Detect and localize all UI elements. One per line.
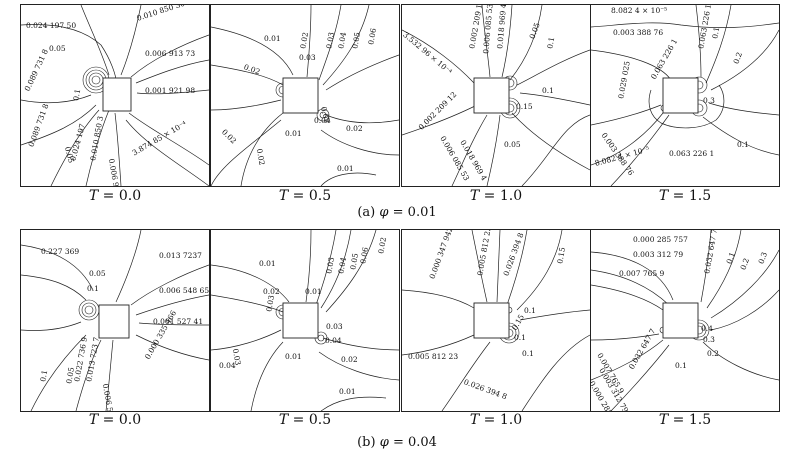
contour-plot (21, 5, 209, 186)
contour-panel-a-t05: 0.01 0.02 0.03 0.03 0.04 0.05 0.06 0.02 … (210, 4, 400, 187)
contour-label: 8.082 4 × 10⁻⁵ (611, 6, 668, 15)
contour-label: 0.03 (326, 322, 343, 331)
contour-panel-a-t0: 0.024 197 50 0.05 0.010 850 30 0.006 913… (20, 4, 210, 187)
contour-label: 0.01 (305, 287, 322, 296)
contour-label: 0.000 285 757 (633, 235, 688, 244)
contour-label: 0.01 (337, 164, 354, 173)
contour-label: 0.02 (254, 147, 267, 166)
contour-label: 0.024 197 50 (26, 21, 77, 30)
contour-plot (211, 230, 399, 411)
time-caption-a-t05: T = 0.5 (278, 188, 332, 204)
contour-label: 0.1 (710, 26, 722, 40)
contour-plot (21, 230, 209, 411)
contour-label: 0.15 (516, 102, 533, 111)
row-caption-a: (a) φ = 0.01 (357, 205, 437, 220)
contour-label: 0.1 (71, 88, 83, 102)
contour-plot (402, 230, 590, 411)
contour-label: 0.1 (675, 361, 687, 370)
time-caption-a-t15: T = 1.5 (658, 188, 712, 204)
time-caption-b-t15: T = 1.5 (658, 412, 712, 428)
contour-plot (211, 5, 399, 186)
contour-label: 0.04 (314, 116, 331, 125)
contour-label: 0.05 (504, 140, 521, 149)
contour-label: 0.003 388 76 (613, 28, 664, 37)
contour-label: 0.005 812 23 (408, 352, 459, 361)
contour-label: 0.006 913 73 (145, 49, 196, 58)
contour-panel-b-t0: 0.227 369 0.013 7237 0.05 0.1 0.006 548 … (20, 229, 210, 412)
contour-label: 0.01 (339, 387, 356, 396)
contour-label: 0.01 (285, 129, 302, 138)
time-caption-a-t0: T = 0.0 (88, 188, 142, 204)
contour-label: 0.003 312 79 (633, 250, 684, 259)
contour-label: 0.02 (346, 124, 363, 133)
contour-label: 0.1 (524, 306, 536, 315)
contour-label: 0.2 (707, 349, 719, 358)
contour-label: 0.1 (514, 333, 526, 342)
contour-label: 0.3 (703, 96, 715, 105)
contour-label: 0.1 (542, 86, 554, 95)
contour-panel-a-t1: 3.532 96 × 10⁻⁴ 0.002 209 12 0.006 085 5… (401, 4, 591, 187)
time-caption-b-t1: T = 1.0 (469, 412, 523, 428)
contour-label: 0.01 (285, 352, 302, 361)
contour-panel-b-t15: 0.000 285 757 0.003 312 79 0.007 765 9 0… (590, 229, 780, 412)
contour-label: 0.01 (259, 259, 276, 268)
row-caption-b: (b) φ = 0.04 (357, 435, 437, 450)
contour-label: 0.001 527 41 (153, 317, 204, 326)
contour-label: 0.1 (87, 284, 99, 293)
contour-panel-b-t05: 0.01 0.02 0.03 0.04 0.05 0.06 0.02 0.03 … (210, 229, 400, 412)
contour-plot (591, 230, 779, 411)
contour-panel-b-t1: 0.000 347 942 0.005 812 23 0.026 394 8 0… (401, 229, 591, 412)
time-caption-b-t0: T = 0.0 (88, 412, 142, 428)
contour-plot (591, 5, 779, 186)
contour-label: 0.04 (219, 361, 236, 370)
contour-label: 0.03 (299, 53, 316, 62)
contour-label: 0.02 (263, 287, 280, 296)
contour-label: 0.04 (325, 336, 342, 345)
contour-label: 0.01 (264, 34, 281, 43)
contour-label: 0.063 226 1 (669, 149, 715, 158)
contour-label: 0.05 (49, 44, 66, 53)
contour-label: 0.02 (341, 355, 358, 364)
time-caption-a-t1: T = 1.0 (469, 188, 523, 204)
contour-plot (402, 5, 590, 186)
contour-label: 0.013 7237 (159, 251, 202, 260)
contour-label: 0.006 548 65 (159, 286, 210, 295)
contour-panel-a-t15: 8.082 4 × 10⁻⁵ 0.003 388 76 0.063 226 1 … (590, 4, 780, 187)
contour-label: 0.227 369 (41, 247, 80, 256)
contour-label: 0.1 (737, 140, 749, 149)
contour-label: 0.4 (701, 324, 713, 333)
contour-label: 0.3 (703, 335, 715, 344)
contour-label: 0.1 (545, 36, 557, 50)
time-caption-b-t05: T = 0.5 (278, 412, 332, 428)
contour-label: 0.001 921 98 (145, 86, 196, 95)
contour-label: 0.05 (89, 269, 106, 278)
contour-label: 0.1 (522, 349, 534, 358)
contour-label: 0.007 765 9 (619, 269, 665, 278)
contour-label: 0.1 (38, 369, 50, 383)
